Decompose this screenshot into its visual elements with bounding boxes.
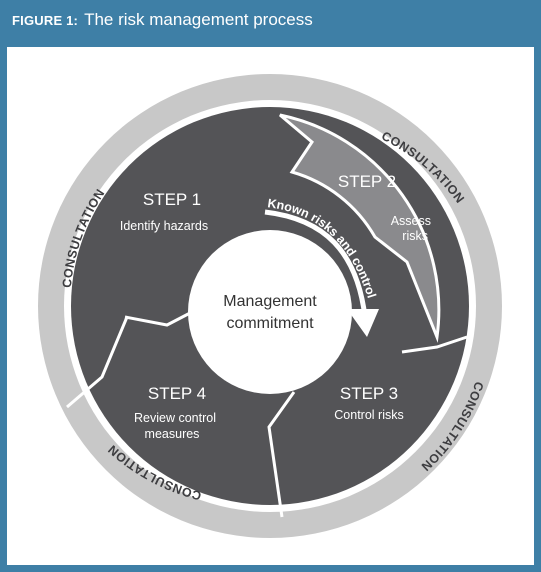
step-2-line-2: risks	[402, 229, 428, 243]
figure-title: The risk management process	[84, 10, 313, 29]
arrow-shaft	[264, 209, 368, 318]
step-3-title: STEP 3	[340, 384, 398, 403]
step-4-line-1: Review control	[134, 411, 216, 425]
separator-step4-step3	[267, 391, 296, 518]
step-4-title: STEP 4	[148, 384, 206, 403]
step-2-line-1: Assess	[391, 214, 431, 228]
arrow-head	[347, 309, 379, 337]
separator-step3-step2	[401, 335, 468, 354]
step-1-line-1: Identify hazards	[120, 219, 208, 233]
figure-label: FIGURE 1:	[12, 12, 79, 28]
risk-cycle-diagram: Known risks and control CONSULTATION CON…	[38, 74, 502, 538]
diagram-panel: Known risks and control CONSULTATION CON…	[7, 47, 534, 565]
center-circle	[188, 230, 352, 394]
center-line-2: commitment	[226, 315, 314, 332]
center-line-1: Management	[223, 293, 317, 310]
step-4-line-2: measures	[145, 427, 200, 441]
separator-notch-left	[124, 310, 193, 327]
step-3-line-1: Control risks	[334, 408, 403, 422]
separator-step1-step4	[66, 316, 129, 409]
step-2-title: STEP 2	[338, 172, 396, 191]
figure-header: FIGURE 1: The risk management process	[0, 0, 541, 40]
step-1-title: STEP 1	[143, 190, 201, 209]
step-2-sector	[279, 113, 441, 343]
